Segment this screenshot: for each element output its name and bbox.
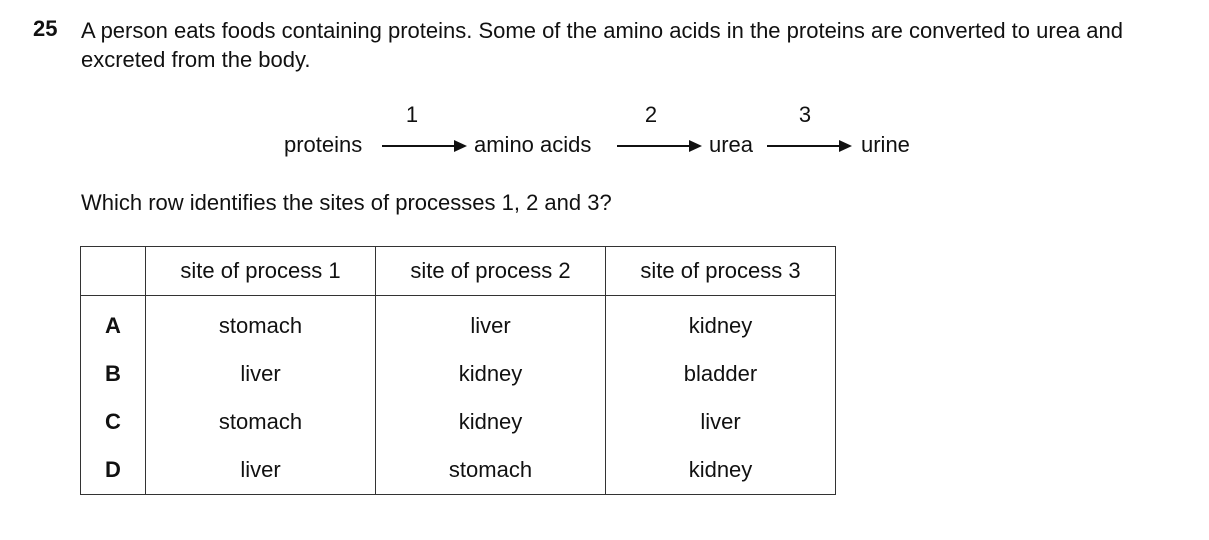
table-cell: liver [145, 350, 376, 398]
table-cell: liver [375, 295, 606, 350]
flow-term-amino-acids: amino acids [474, 132, 592, 157]
table-row[interactable]: A stomach liver kidney [80, 295, 836, 350]
table-cell: kidney [375, 350, 606, 398]
flow-term-urine: urine [861, 132, 910, 157]
header-cell-process-2: site of process 2 [375, 246, 606, 296]
table-cell: kidney [605, 295, 836, 350]
table-cell: liver [605, 398, 836, 446]
flow-term-urea: urea [709, 132, 754, 157]
option-letter: D [80, 446, 146, 495]
table-cell: stomach [375, 446, 606, 495]
option-letter: A [80, 295, 146, 350]
question-prompt: Which row identifies the sites of proces… [81, 190, 612, 215]
arrow-3 [767, 140, 852, 152]
answer-table: site of process 1 site of process 2 site… [80, 246, 836, 495]
question-text: A person eats foods containing proteins.… [81, 18, 1123, 72]
process-number-1: 1 [405, 102, 419, 127]
table-cell: stomach [145, 295, 376, 350]
flow-term-proteins: proteins [284, 132, 363, 157]
table-cell: kidney [605, 446, 836, 495]
header-cell-process-1: site of process 1 [145, 246, 376, 296]
table-row[interactable]: D liver stomach kidney [80, 446, 836, 495]
table-header-row: site of process 1 site of process 2 site… [80, 246, 836, 296]
option-letter: C [80, 398, 146, 446]
table-cell: liver [145, 446, 376, 495]
header-cell-process-3: site of process 3 [605, 246, 836, 296]
table-cell: kidney [375, 398, 606, 446]
process-number-3: 3 [798, 102, 812, 127]
question-number: 25 [33, 16, 58, 41]
table-row[interactable]: B liver kidney bladder [80, 350, 836, 398]
option-letter: B [80, 350, 146, 398]
table-cell: stomach [145, 398, 376, 446]
table-row[interactable]: C stomach kidney liver [80, 398, 836, 446]
process-number-2: 2 [644, 102, 658, 127]
arrow-2 [617, 140, 702, 152]
table-cell: bladder [605, 350, 836, 398]
header-cell-empty [80, 246, 146, 296]
arrow-1 [382, 140, 467, 152]
